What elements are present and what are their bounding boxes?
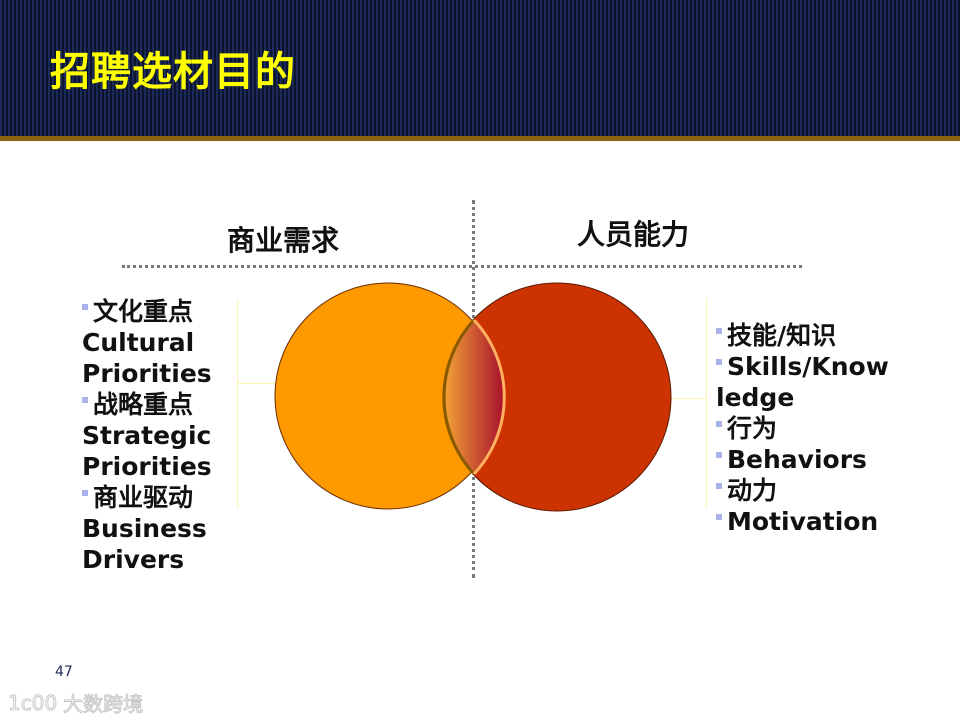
- watermark-text: 大数跨境: [63, 692, 144, 717]
- list-item: Business: [82, 514, 207, 543]
- list-item: Motivation: [716, 506, 889, 537]
- list-item: 战略重点: [82, 389, 212, 420]
- bullet-icon: [716, 452, 722, 458]
- list-item: Priorities: [82, 359, 212, 388]
- left-bracket-tick: [237, 383, 277, 384]
- list-item: 动力: [716, 475, 889, 506]
- slide-header: [0, 0, 960, 136]
- header-accent-bar: [0, 136, 960, 141]
- list-item: 行为: [716, 413, 889, 444]
- business-needs-list: 文化重点 Cultural Priorities 战略重点 Strategic …: [82, 296, 212, 575]
- list-item: Strategic: [82, 421, 212, 450]
- left-bracket-line: [237, 300, 238, 508]
- bullet-icon: [716, 483, 722, 489]
- venn-diagram: [274, 282, 672, 512]
- list-item: 文化重点: [82, 296, 212, 327]
- overlap-lens: [444, 320, 505, 474]
- bullet-icon: [716, 514, 722, 520]
- people-capability-list: 技能/知识 Skills/Know ledge 行为 Behaviors 动力 …: [716, 320, 889, 537]
- watermark-logo-icon: 1c00: [7, 690, 58, 715]
- list-item: Priorities: [82, 452, 212, 481]
- list-item: Cultural: [82, 328, 195, 357]
- list-item: Skills/Know: [716, 351, 889, 382]
- list-item: Drivers: [82, 545, 185, 574]
- page-number: 47: [55, 664, 73, 680]
- right-bracket-line: [706, 298, 707, 508]
- bullet-icon: [716, 359, 722, 365]
- watermark: 1c00 大数跨境: [7, 688, 144, 717]
- bullet-icon: [716, 328, 722, 334]
- list-item: 商业驱动: [82, 482, 212, 513]
- bullet-icon: [82, 304, 88, 310]
- list-item: Behaviors: [716, 444, 889, 475]
- list-item: ledge: [716, 383, 795, 412]
- right-bracket-tick: [670, 398, 706, 399]
- bullet-icon: [82, 490, 88, 496]
- right-column-heading: 人员能力: [577, 218, 690, 251]
- bullet-icon: [82, 397, 88, 403]
- horizontal-divider: [122, 265, 802, 268]
- left-column-heading: 商业需求: [227, 224, 340, 257]
- slide-title: 招聘选材目的: [50, 49, 296, 95]
- bullet-icon: [716, 421, 722, 427]
- list-item: 技能/知识: [716, 320, 889, 351]
